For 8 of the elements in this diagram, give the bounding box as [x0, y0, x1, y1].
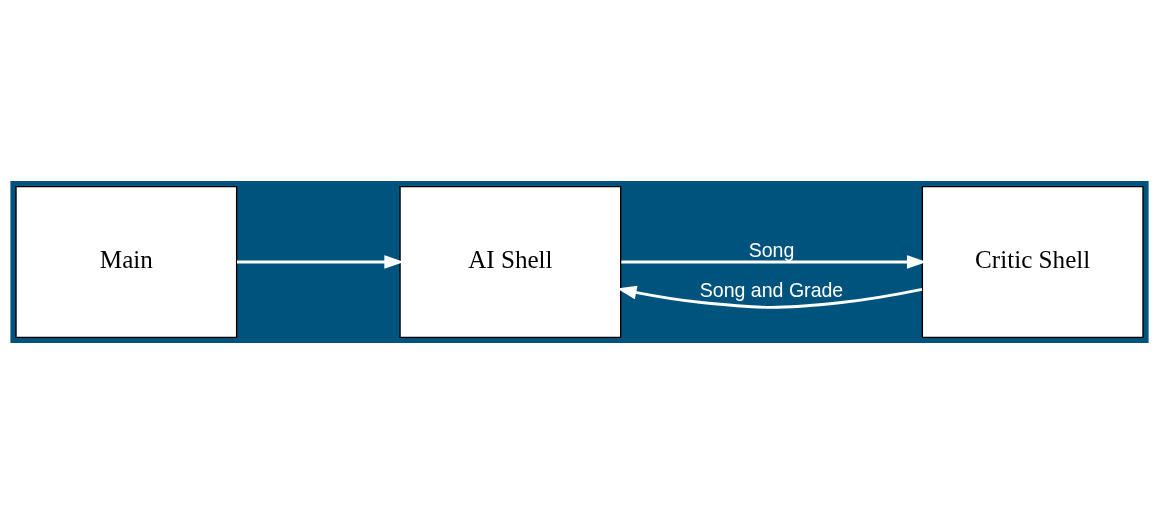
edge-label: Song and Grade: [699, 279, 844, 302]
edge-label: Song: [748, 238, 795, 261]
node-box: Critic Shell: [921, 185, 1144, 339]
arrow: [236, 255, 404, 269]
node-box: Main: [15, 185, 238, 339]
arrow: [621, 255, 927, 269]
arrow: [617, 285, 923, 309]
node-box: AI Shell: [399, 185, 622, 339]
